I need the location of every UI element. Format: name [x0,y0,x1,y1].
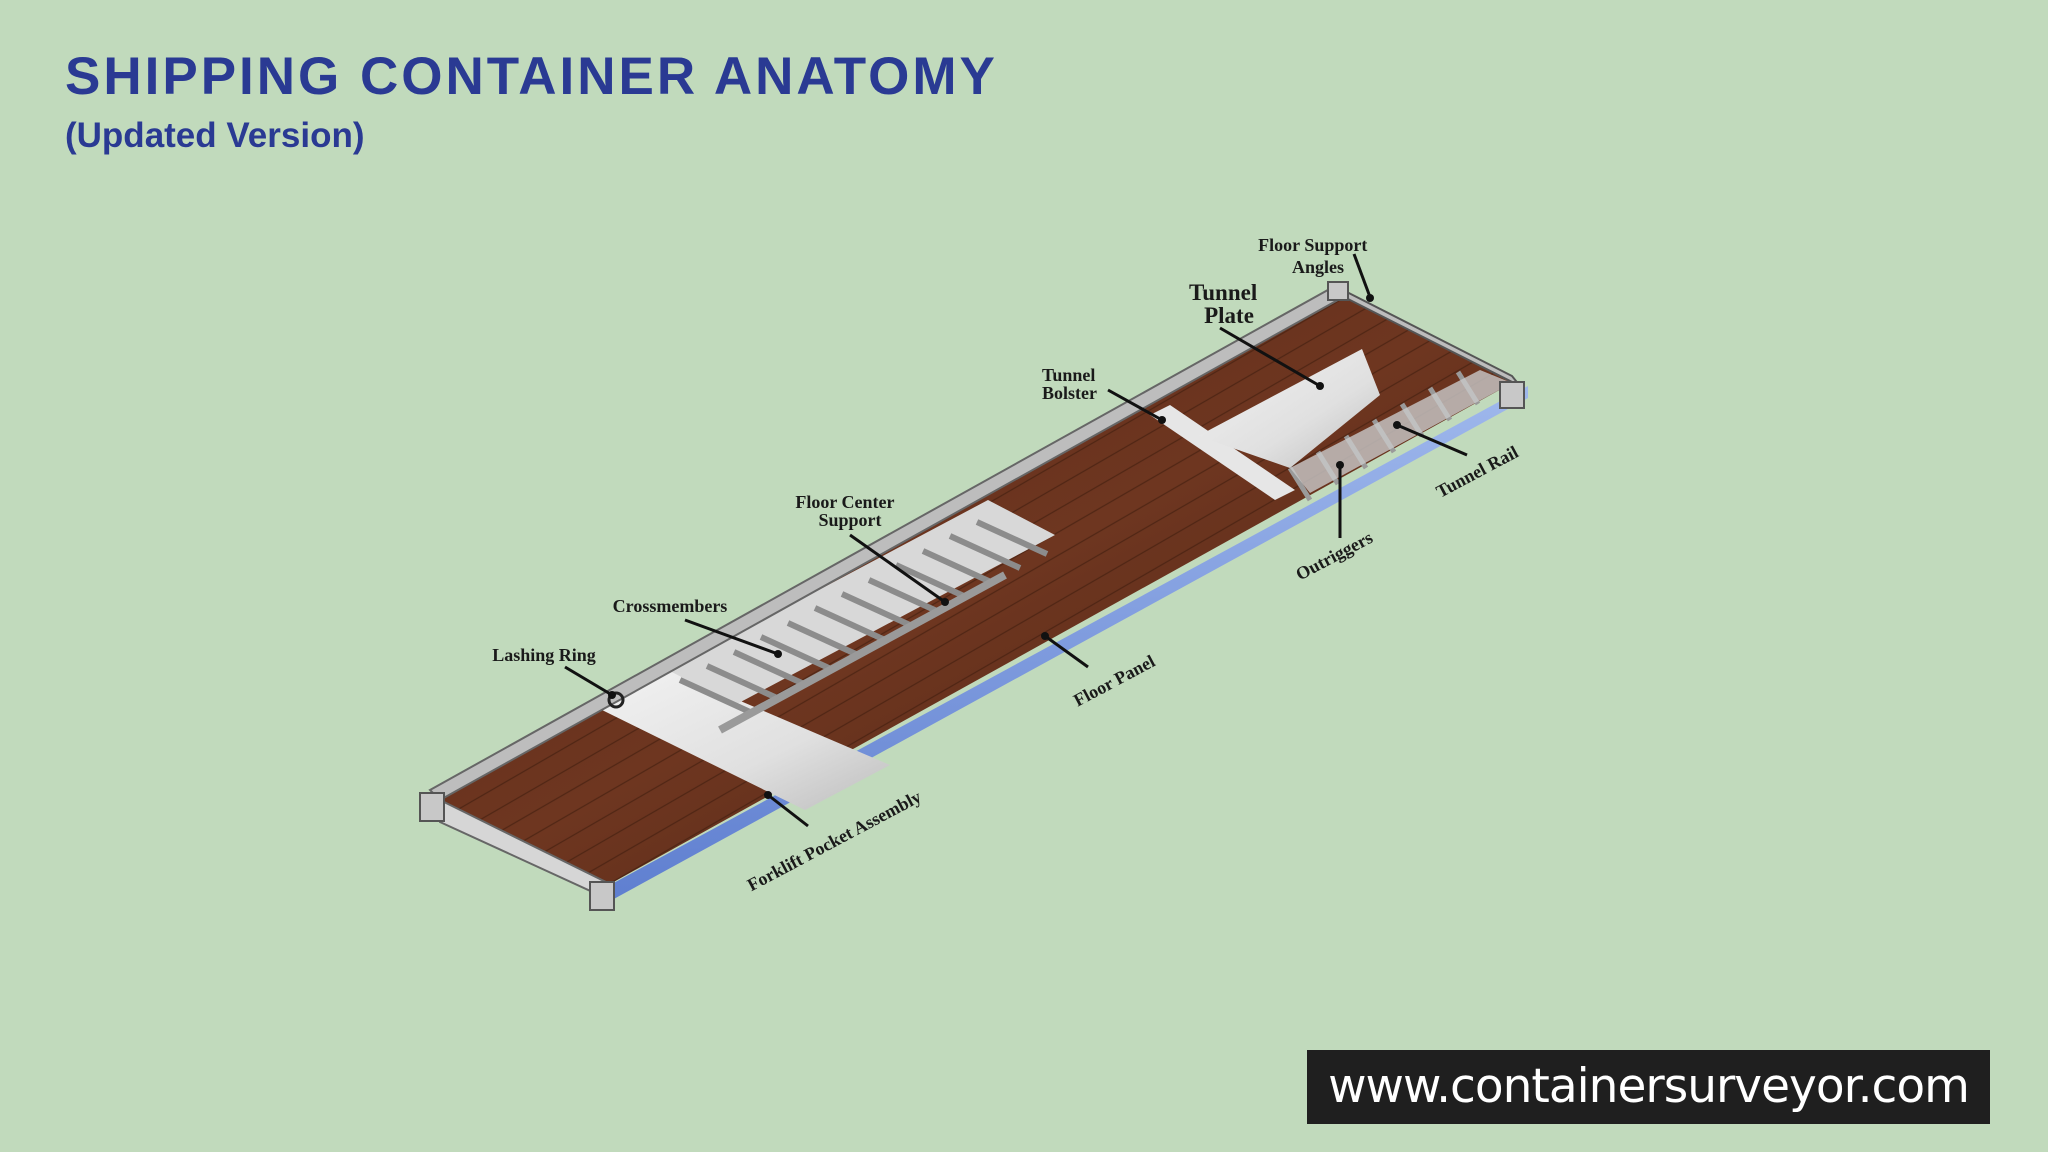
label-lashing-ring: Lashing Ring [492,645,596,665]
corner-casting-front-right [590,882,614,910]
website-banner: www.containersurveyor.com [1307,1050,1990,1124]
dot-floor-center-support [941,598,949,606]
dot-tunnel-plate [1316,382,1324,390]
dot-crossmembers [774,650,782,658]
dot-forklift-pocket [764,791,772,799]
corner-casting-rear-right [1500,382,1524,408]
dot-tunnel-rail [1393,421,1401,429]
dot-outriggers [1336,461,1344,469]
dot-floor-panel [1041,632,1049,640]
leader-floor-support-angles [1354,254,1370,297]
label-floor-panel: Floor Panel [1070,651,1158,711]
leader-lashing-ring [565,667,612,695]
label-crossmembers: Crossmembers [613,596,728,616]
dot-lashing-ring [608,691,616,699]
dot-tunnel-bolster [1158,416,1166,424]
label-tunnel-rail: Tunnel Rail [1433,442,1522,502]
label-tunnel-plate: Tunnel Plate [1189,280,1263,328]
label-tunnel-bolster: Tunnel Bolster [1042,365,1100,403]
label-outriggers: Outriggers [1292,527,1376,584]
corner-casting-front-left [420,793,444,821]
label-floor-center-support: Floor Center Support [795,492,898,530]
dot-floor-support-angles [1366,294,1374,302]
corner-casting-rear-left [1328,282,1348,300]
